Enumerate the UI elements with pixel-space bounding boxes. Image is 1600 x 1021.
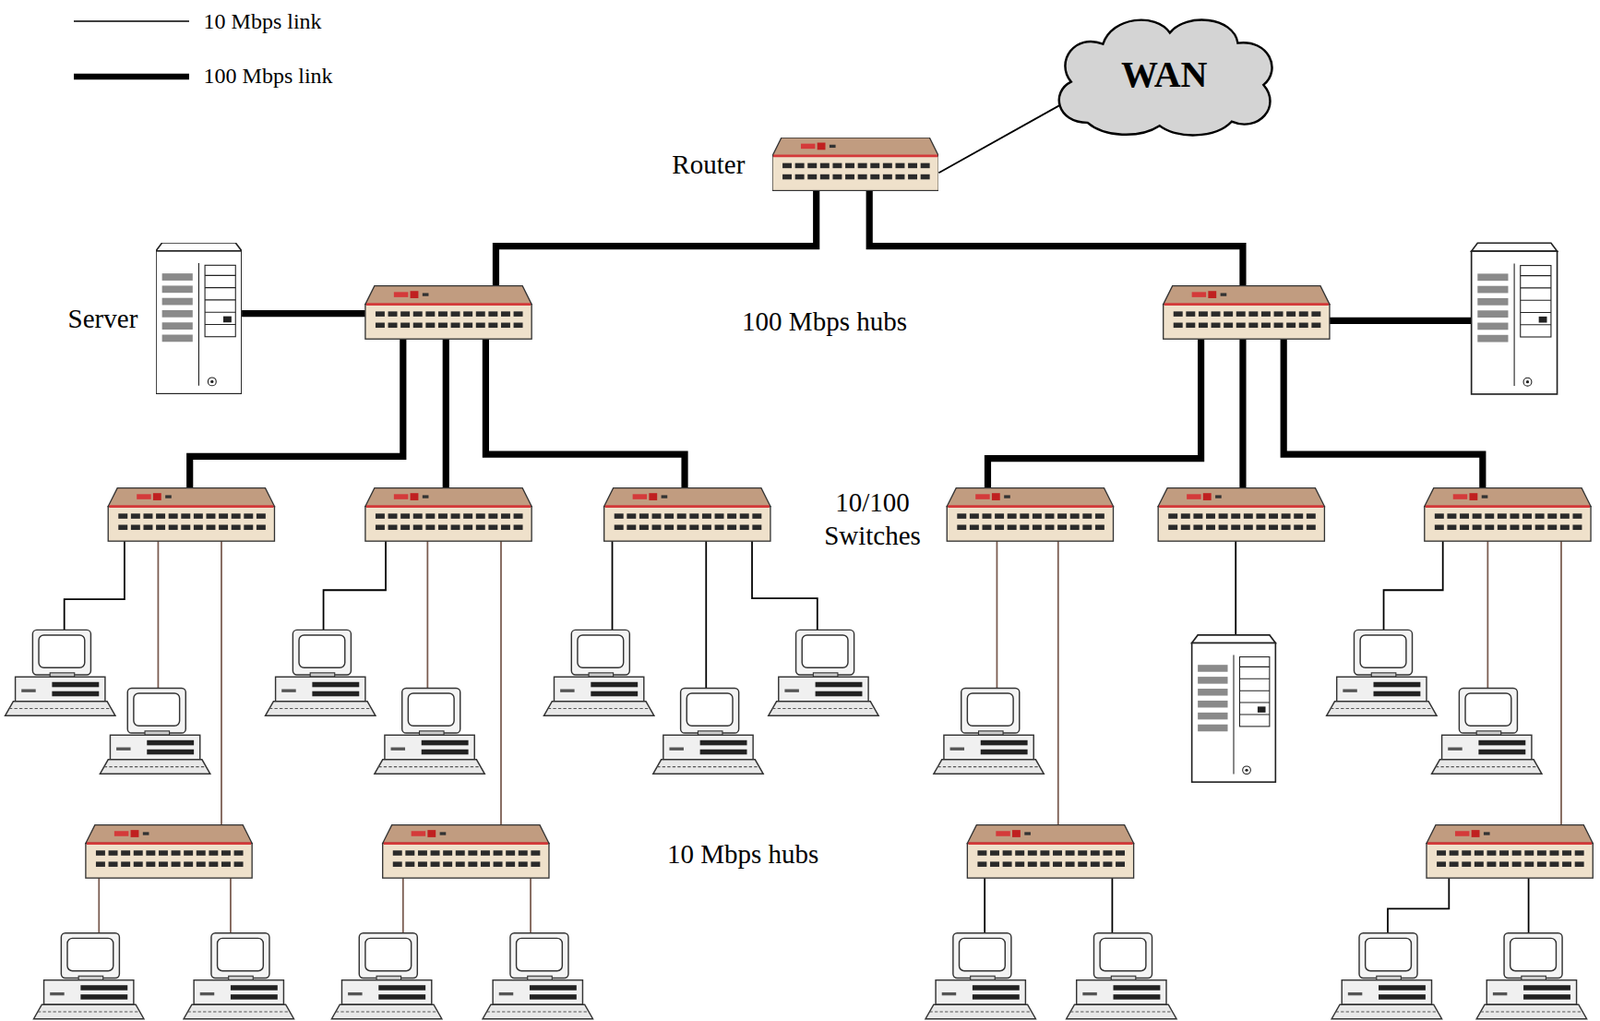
network-link [529,875,532,933]
workstation-icon [543,629,654,716]
switch-10-100 [1158,488,1325,542]
network-link [1234,538,1237,635]
workstation-icon [1331,932,1442,1019]
network-link [1328,317,1472,324]
router-device: Router [772,137,939,192]
tier-label: 10 Mbps hubs [667,836,819,871]
network-link [983,875,986,933]
server-body [155,242,242,395]
node-label: WAN [1121,52,1207,96]
workstation-icon [374,687,485,774]
device-label: Router [671,149,745,180]
network-link [500,538,502,825]
legend-line-sample [73,71,190,83]
network-link [1384,538,1444,630]
network-link [752,538,818,630]
switch-10-100 [1424,488,1591,542]
network-link [869,190,1243,287]
workstation-icon [99,687,210,774]
hub-10 [85,824,252,879]
wan-cloud: WAN [1046,8,1284,142]
legend-line-sample [73,15,190,27]
network-link [1486,538,1489,688]
network-link [442,336,450,489]
switch-10-100 [107,488,275,542]
server-icon [155,242,242,395]
legend-entry: 10 Mbps link [73,9,323,35]
workstation-icon [768,629,879,716]
network-link [485,336,685,489]
workstation-icon [1476,932,1587,1019]
workstation-icon [5,629,116,716]
hub-100 [365,286,532,340]
network-link [1283,336,1483,489]
workstation-icon [1432,687,1542,774]
network-link [1057,538,1060,825]
hub-100 [1163,286,1330,340]
network-link [1528,875,1530,933]
workstation-icon [33,932,144,1019]
network-link [323,538,386,630]
network-link [64,538,125,630]
server-tower [1471,242,1558,395]
legend-text: 100 Mbps link [203,63,334,89]
network-link [704,538,707,688]
hub-10 [382,824,550,879]
network-link [1239,336,1246,489]
network-link [157,538,160,688]
network-link [241,310,366,317]
network-link [1387,875,1449,933]
workstation-icon [482,932,593,1019]
network-link [1111,875,1114,933]
legend-text: 10 Mbps link [203,9,323,35]
hub-10 [1426,824,1593,879]
server-tower: Server [155,242,242,395]
network-link [1560,538,1563,825]
switch-10-100 [604,488,771,542]
workstation-icon [925,932,1036,1019]
workstation-icon [933,687,1044,774]
switch-10-100 [946,488,1113,542]
switch-10-100 [365,488,532,542]
router-body [772,137,939,192]
workstation-icon [265,629,376,716]
network-link [495,190,816,287]
network-link [987,336,1201,489]
network-link [97,875,100,933]
hub-10 [967,824,1134,879]
network-link [229,875,232,933]
network-link [426,538,429,688]
network-link [402,875,405,933]
tier-label: 100 Mbps hubs [741,304,908,338]
network-link [996,538,999,688]
workstation-icon [1066,932,1177,1019]
server-tower [1192,634,1277,782]
network-link [220,538,223,825]
device-label: Server [68,303,139,335]
workstation-icon [331,932,442,1019]
workstation-icon [1326,629,1437,716]
network-link [611,538,614,630]
workstation-icon [183,932,294,1019]
workstation-icon [653,687,764,774]
legend-entry: 100 Mbps link [73,63,334,89]
router-icon [772,137,939,192]
wan-link [938,103,1063,173]
tier-label: 10/100 Switches [823,485,921,553]
